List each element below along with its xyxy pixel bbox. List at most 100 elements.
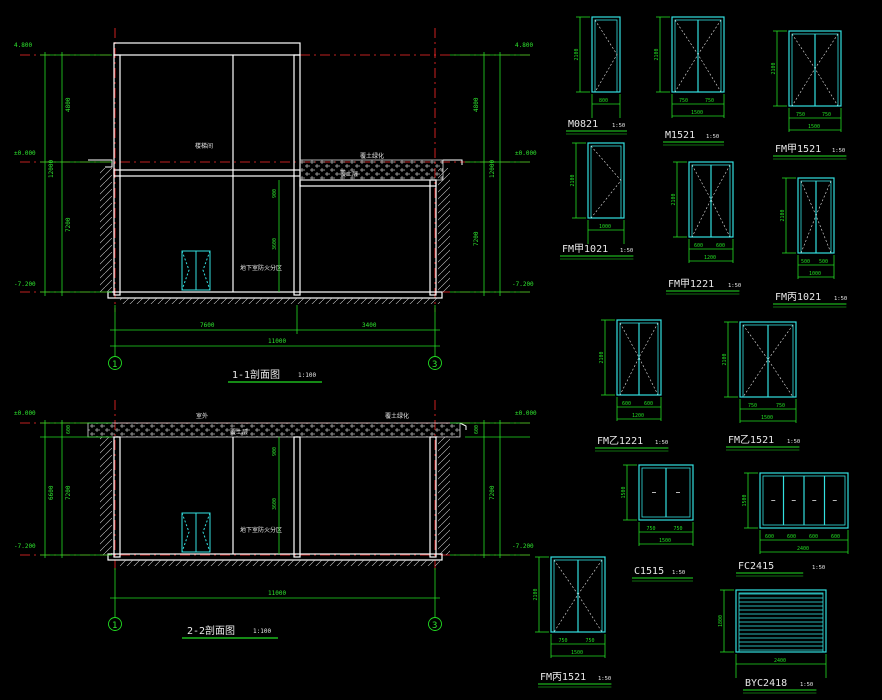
item-scale: 1:50: [800, 682, 813, 688]
door-1-1: [181, 250, 211, 291]
svg-text:3: 3: [432, 621, 437, 631]
item-scale: 1:50: [612, 123, 625, 129]
item-label: FM甲1221: [668, 279, 714, 290]
section-1-title: 1-1剖面图: [232, 368, 280, 381]
leaf-dim: 750: [647, 526, 656, 532]
width-dim: 1500: [761, 415, 773, 421]
height-dim: 2100: [722, 353, 728, 365]
leaf-dim: 750: [674, 526, 683, 532]
dimensions-left: [40, 52, 112, 296]
item-scale: 1:50: [787, 439, 800, 445]
roof-fill-label: 覆土层: [340, 170, 358, 178]
leaf-dim: 750: [796, 112, 805, 118]
section-2-2: 室外 覆土绿化 覆土层 地下室防火分区 ±0.000 -7.200 ±0.000…: [14, 400, 537, 639]
svg-text:600: 600: [66, 425, 72, 434]
frame-inner: [738, 592, 824, 653]
item-label: FM甲1521: [775, 144, 821, 155]
frame-outer: [591, 16, 621, 93]
roof-label: 覆土绿化: [360, 152, 384, 160]
soil-fill: [299, 159, 444, 181]
leaf-dim: 600: [694, 243, 703, 249]
width-dim: 800: [599, 98, 608, 104]
level-bottom-2-right: -7.200: [512, 543, 534, 550]
dim-left-upper: 4800: [65, 97, 72, 112]
svg-text:900: 900: [272, 447, 278, 456]
item-label: FC2415: [738, 561, 774, 572]
width-dim: 1200: [704, 255, 716, 261]
ground-hatch-left: [100, 168, 112, 292]
door-2-2: [181, 512, 211, 553]
leaf-dim: 750: [748, 403, 757, 409]
item-scale: 1:50: [832, 148, 845, 154]
level-mid-right: ±0.000: [515, 150, 537, 157]
leaf-dim: 600: [831, 534, 840, 540]
height-dim: 2100: [533, 588, 539, 600]
height-dim: 1800: [718, 615, 724, 627]
frame-inner: [590, 145, 622, 219]
parapet: [113, 42, 301, 56]
roof-mark-2: 室外: [196, 412, 208, 420]
item-scale: 1:50: [706, 134, 719, 140]
svg-text:3600: 3600: [272, 498, 278, 510]
item-scale: 1:50: [812, 565, 825, 571]
height-dim: 2100: [574, 48, 580, 60]
svg-text:600: 600: [474, 425, 480, 434]
grid-bubble-1: [108, 356, 122, 370]
room-lower-label: 地下室防火分区: [240, 264, 282, 272]
roof-fill-label-2: 覆土层: [230, 428, 248, 436]
svg-text:7200: 7200: [489, 485, 496, 500]
item-scale: 1:50: [672, 570, 685, 576]
leaf-dim: 500: [801, 259, 810, 265]
leaf-dim: 600: [644, 401, 653, 407]
roof-label-2: 覆土绿化: [385, 412, 409, 420]
section-2-title: 2-2剖面图: [187, 624, 235, 637]
item-label: FM乙1521: [728, 434, 774, 446]
height-dim: 1500: [742, 494, 748, 506]
leaf-dim: 750: [822, 112, 831, 118]
level-top-right: 4.800: [515, 42, 533, 49]
dim-left-lower: 7200: [65, 217, 72, 232]
dim-left-total: 12000: [48, 160, 55, 178]
height-dim: 2100: [671, 193, 677, 205]
level-bottom-right: -7.200: [512, 281, 534, 288]
leaf-dim: 600: [787, 534, 796, 540]
width-dim: 2400: [774, 658, 786, 664]
dim-total: 11000: [268, 338, 286, 345]
dim-segment-left: 7600: [200, 322, 215, 329]
soil-fill-2: [87, 422, 461, 438]
level-bottom-2: -7.200: [14, 543, 36, 550]
ground-hatch-right: [438, 168, 450, 292]
section-1-scale: 1:100: [298, 372, 316, 379]
dim-right-lower: 7200: [473, 231, 480, 246]
svg-text:7200: 7200: [65, 485, 72, 500]
height-dim: 2100: [570, 174, 576, 186]
leaf-dim: 750: [679, 98, 688, 104]
level-top: 4.800: [14, 42, 32, 49]
room-lower-label-2: 地下室防火分区: [240, 526, 282, 534]
width-dim: 1000: [809, 271, 821, 277]
ground-line: [88, 159, 113, 168]
svg-text:1: 1: [112, 360, 117, 370]
dimensions-bottom: [110, 305, 440, 357]
level-bottom: -7.200: [14, 281, 36, 288]
frame-outer: [587, 142, 625, 219]
item-label: M1521: [665, 130, 695, 141]
dimensions-right: [450, 52, 530, 296]
level-mid: ±0.000: [14, 150, 36, 157]
leaf-dim: 750: [705, 98, 714, 104]
svg-text:3: 3: [432, 360, 437, 370]
svg-text:1: 1: [112, 621, 117, 631]
svg-text:6600: 6600: [48, 485, 55, 500]
grid-bubble-3: [428, 356, 442, 370]
leaf-dim: 500: [819, 259, 828, 265]
